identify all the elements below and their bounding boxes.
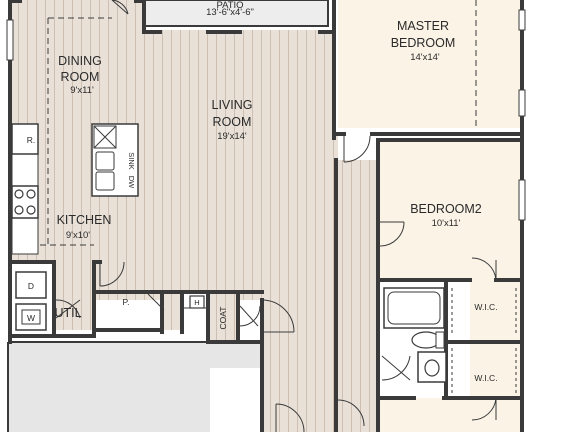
living-room-dim: 19'x14'	[217, 131, 247, 142]
bathtub	[383, 287, 445, 329]
heater	[189, 295, 205, 309]
bedroom2-dim: 10'x11'	[432, 218, 461, 229]
patio-label: PATIO	[216, 0, 243, 11]
living-room-label-2: ROOM	[213, 115, 252, 129]
living-room-label-1: LIVING	[212, 98, 253, 112]
patio-dim: 13'-6"x4'-6"	[206, 7, 254, 18]
fridge	[11, 123, 39, 155]
pantry-label: P.	[123, 297, 130, 307]
cabinet-dashed-lines	[40, 0, 477, 246]
master-bedroom-label-1: MASTER	[397, 19, 449, 33]
wood-floor	[10, 0, 378, 432]
burner-icons	[14, 189, 36, 215]
bedroom2-floor	[380, 140, 524, 280]
window-marks	[6, 9, 526, 221]
bedroom2-label: BEDROOM2	[410, 202, 482, 216]
util-label: UTIL	[54, 306, 81, 320]
bath-sink	[424, 359, 440, 377]
dining-room-label-1: DINING	[58, 54, 102, 68]
master-bedroom-label-2: BEDROOM	[391, 36, 456, 50]
garage-area-2	[210, 342, 262, 368]
coat-label: COAT	[218, 307, 228, 330]
kitchen-label: KITCHEN	[57, 213, 112, 227]
washer	[15, 303, 47, 331]
garage-outline	[7, 341, 208, 432]
garage-area	[8, 342, 210, 432]
toilet-tank	[435, 331, 445, 349]
wic-label-1: W.I.C.	[474, 302, 497, 312]
closet-floor-right	[470, 280, 524, 398]
dryer	[15, 271, 47, 299]
dining-room-dim: 9'x11'	[70, 85, 94, 96]
kitchen-dim: 9'x10'	[66, 230, 90, 241]
bath-vanity	[417, 351, 447, 383]
dishwasher-label: DW	[127, 176, 136, 189]
fridge-label: R.	[27, 135, 36, 145]
sink-basins	[95, 151, 115, 191]
heater-label: H	[194, 298, 199, 307]
wic-label-2: W.I.C.	[474, 373, 497, 383]
master-bedroom-floor	[338, 0, 524, 128]
bathtub-inner	[387, 291, 441, 325]
dining-room-label-2: ROOM	[61, 70, 100, 84]
dryer-label: D	[28, 281, 34, 291]
washer-label: W	[27, 313, 35, 323]
master-bedroom-dim: 14'x14'	[410, 52, 440, 63]
washer-inner	[21, 309, 41, 325]
sink-label: SINK	[127, 152, 136, 170]
closet-shelves	[451, 288, 517, 394]
